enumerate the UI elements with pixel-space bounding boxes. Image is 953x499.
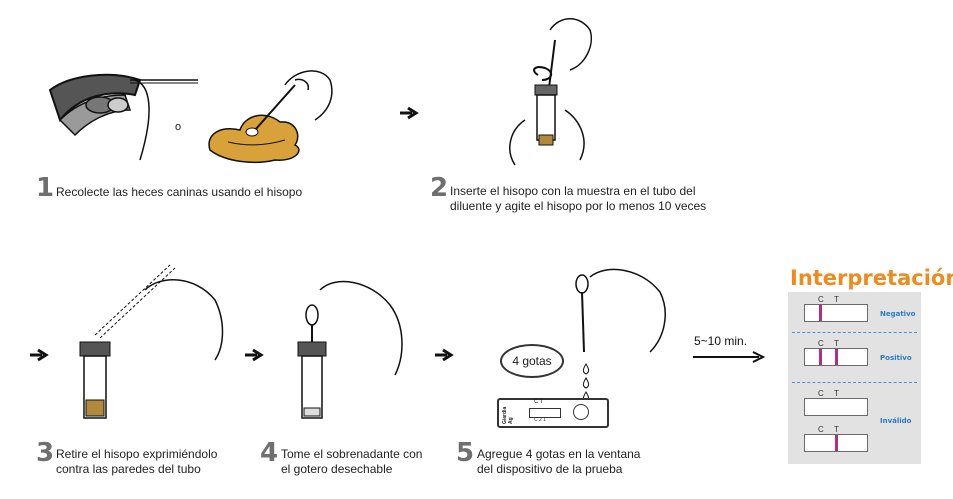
step-1-text: Recolecte las heces caninas usando el hi… <box>56 185 303 199</box>
step-5-number: 5 <box>456 438 475 468</box>
arrow-right-icon <box>245 348 264 362</box>
step-1-number: 1 <box>36 173 55 203</box>
device-marks: C T <box>534 399 544 405</box>
result-strip-positive <box>804 348 868 366</box>
result-label-invalid: Inválido <box>880 417 912 425</box>
long-arrow-right-icon <box>693 351 766 363</box>
c-label: C <box>818 295 824 304</box>
drops-icon <box>582 363 590 403</box>
test-device: Giardia Ag C T C 2 1 <box>497 398 609 428</box>
step1-collect-illustration <box>48 70 333 164</box>
t-label: T <box>834 389 839 398</box>
step-3-line1: Retire el hisopo exprimiéndolo <box>56 447 218 461</box>
t-label: T <box>834 425 839 434</box>
control-line <box>819 349 822 365</box>
step-4-number: 4 <box>260 438 279 468</box>
step-5-line2: del dispositivo de la prueba <box>477 462 623 476</box>
step-2-line2: diluente y agite el hisopo por lo menos … <box>450 199 707 213</box>
step-5-text: Agregue 4 gotas en la ventana del dispos… <box>477 447 640 477</box>
result-label-negative: Negativo <box>880 310 916 318</box>
device-label: Giardia Ag <box>502 406 514 424</box>
c-label: C <box>818 339 824 348</box>
c-label: C <box>818 425 824 434</box>
result-label-positive: Positivo <box>880 354 912 362</box>
step-2-text: Inserte el hisopo con la muestra en el t… <box>450 184 706 214</box>
test-line <box>835 349 838 365</box>
step-3-line2: contra las paredes del tubo <box>56 462 201 476</box>
step5-dropper-hand-illustration <box>575 268 666 353</box>
result-strip-invalid-empty <box>804 398 868 416</box>
step-4-line2: el gotero desechable <box>281 462 393 476</box>
interpretation-panel: C T Negativo C T Positivo C T Inválido C… <box>788 292 921 464</box>
step2-tube-illustration <box>509 18 592 166</box>
arrow-right-icon <box>435 348 454 362</box>
device-marks-bottom: C 2 1 <box>534 417 546 423</box>
step3-tube-illustration <box>79 264 224 419</box>
divider <box>792 382 917 383</box>
drops-count-label: 4 gotas <box>512 354 552 368</box>
control-line <box>819 305 822 321</box>
device-sample-well <box>573 404 589 420</box>
step-4-line1: Tome el sobrenadante con <box>281 447 423 461</box>
step-3-text: Retire el hisopo exprimiéndolo contra la… <box>56 447 217 477</box>
step-4-text: Tome el sobrenadante con el gotero desec… <box>281 447 422 477</box>
c-label: C <box>818 389 824 398</box>
interpretation-title: Interpretación <box>790 266 953 290</box>
separator-symbol: o <box>175 121 182 133</box>
drops-count-bubble: 4 gotas <box>500 344 564 378</box>
step-2-number: 2 <box>430 173 449 203</box>
step-3-number: 3 <box>36 438 55 468</box>
t-label: T <box>834 339 839 348</box>
step4-dropper-illustration <box>297 280 403 419</box>
wait-time-label: 5~10 min. <box>694 334 748 348</box>
result-strip-invalid-t-only <box>804 434 868 452</box>
step-2-line1: Inserte el hisopo con la muestra en el t… <box>450 184 696 198</box>
t-label: T <box>834 295 839 304</box>
step-5-line1: Agregue 4 gotas en la ventana <box>477 447 641 461</box>
arrow-right-icon <box>400 106 419 120</box>
test-line <box>835 435 838 451</box>
result-strip-negative <box>804 304 868 322</box>
divider <box>792 332 917 333</box>
arrow-right-icon <box>30 348 49 362</box>
device-window <box>529 408 561 418</box>
